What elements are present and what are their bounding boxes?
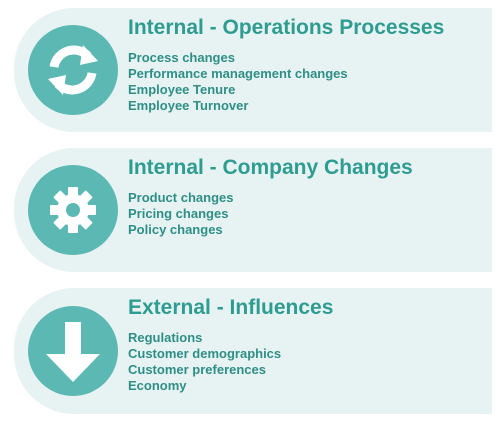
list-item: Employee Turnover <box>128 98 249 113</box>
list-item: Process changes <box>128 50 235 65</box>
section-title: External - Influences <box>128 296 334 319</box>
section-external-influences: External - Influences Regulations Custom… <box>14 288 492 414</box>
section-item-list: Process changes Performance management c… <box>128 50 484 114</box>
section-title: Internal - Company Changes <box>128 156 413 179</box>
section-title: Internal - Operations Processes <box>128 16 445 39</box>
list-item: Customer preferences <box>128 362 266 377</box>
section-text: Internal - Operations Processes Process … <box>128 14 484 114</box>
section-operations-processes: Internal - Operations Processes Process … <box>14 8 492 132</box>
list-item: Policy changes <box>128 222 223 237</box>
section-company-changes: Internal - Company Changes Product chang… <box>14 148 492 272</box>
list-item: Product changes <box>128 190 234 205</box>
section-item-list: Regulations Customer demographics Custom… <box>128 330 484 394</box>
list-item: Performance management changes <box>128 66 348 81</box>
arrow-down-icon <box>28 306 118 396</box>
list-item: Pricing changes <box>128 206 229 221</box>
list-item: Economy <box>128 378 187 393</box>
refresh-icon <box>28 25 118 115</box>
section-text: Internal - Company Changes Product chang… <box>128 154 484 238</box>
list-item: Customer demographics <box>128 346 282 361</box>
list-item: Regulations <box>128 330 203 345</box>
section-text: External - Influences Regulations Custom… <box>128 294 484 394</box>
gear-icon <box>28 165 118 255</box>
section-item-list: Product changes Pricing changes Policy c… <box>128 190 484 238</box>
list-item: Employee Tenure <box>128 82 236 97</box>
